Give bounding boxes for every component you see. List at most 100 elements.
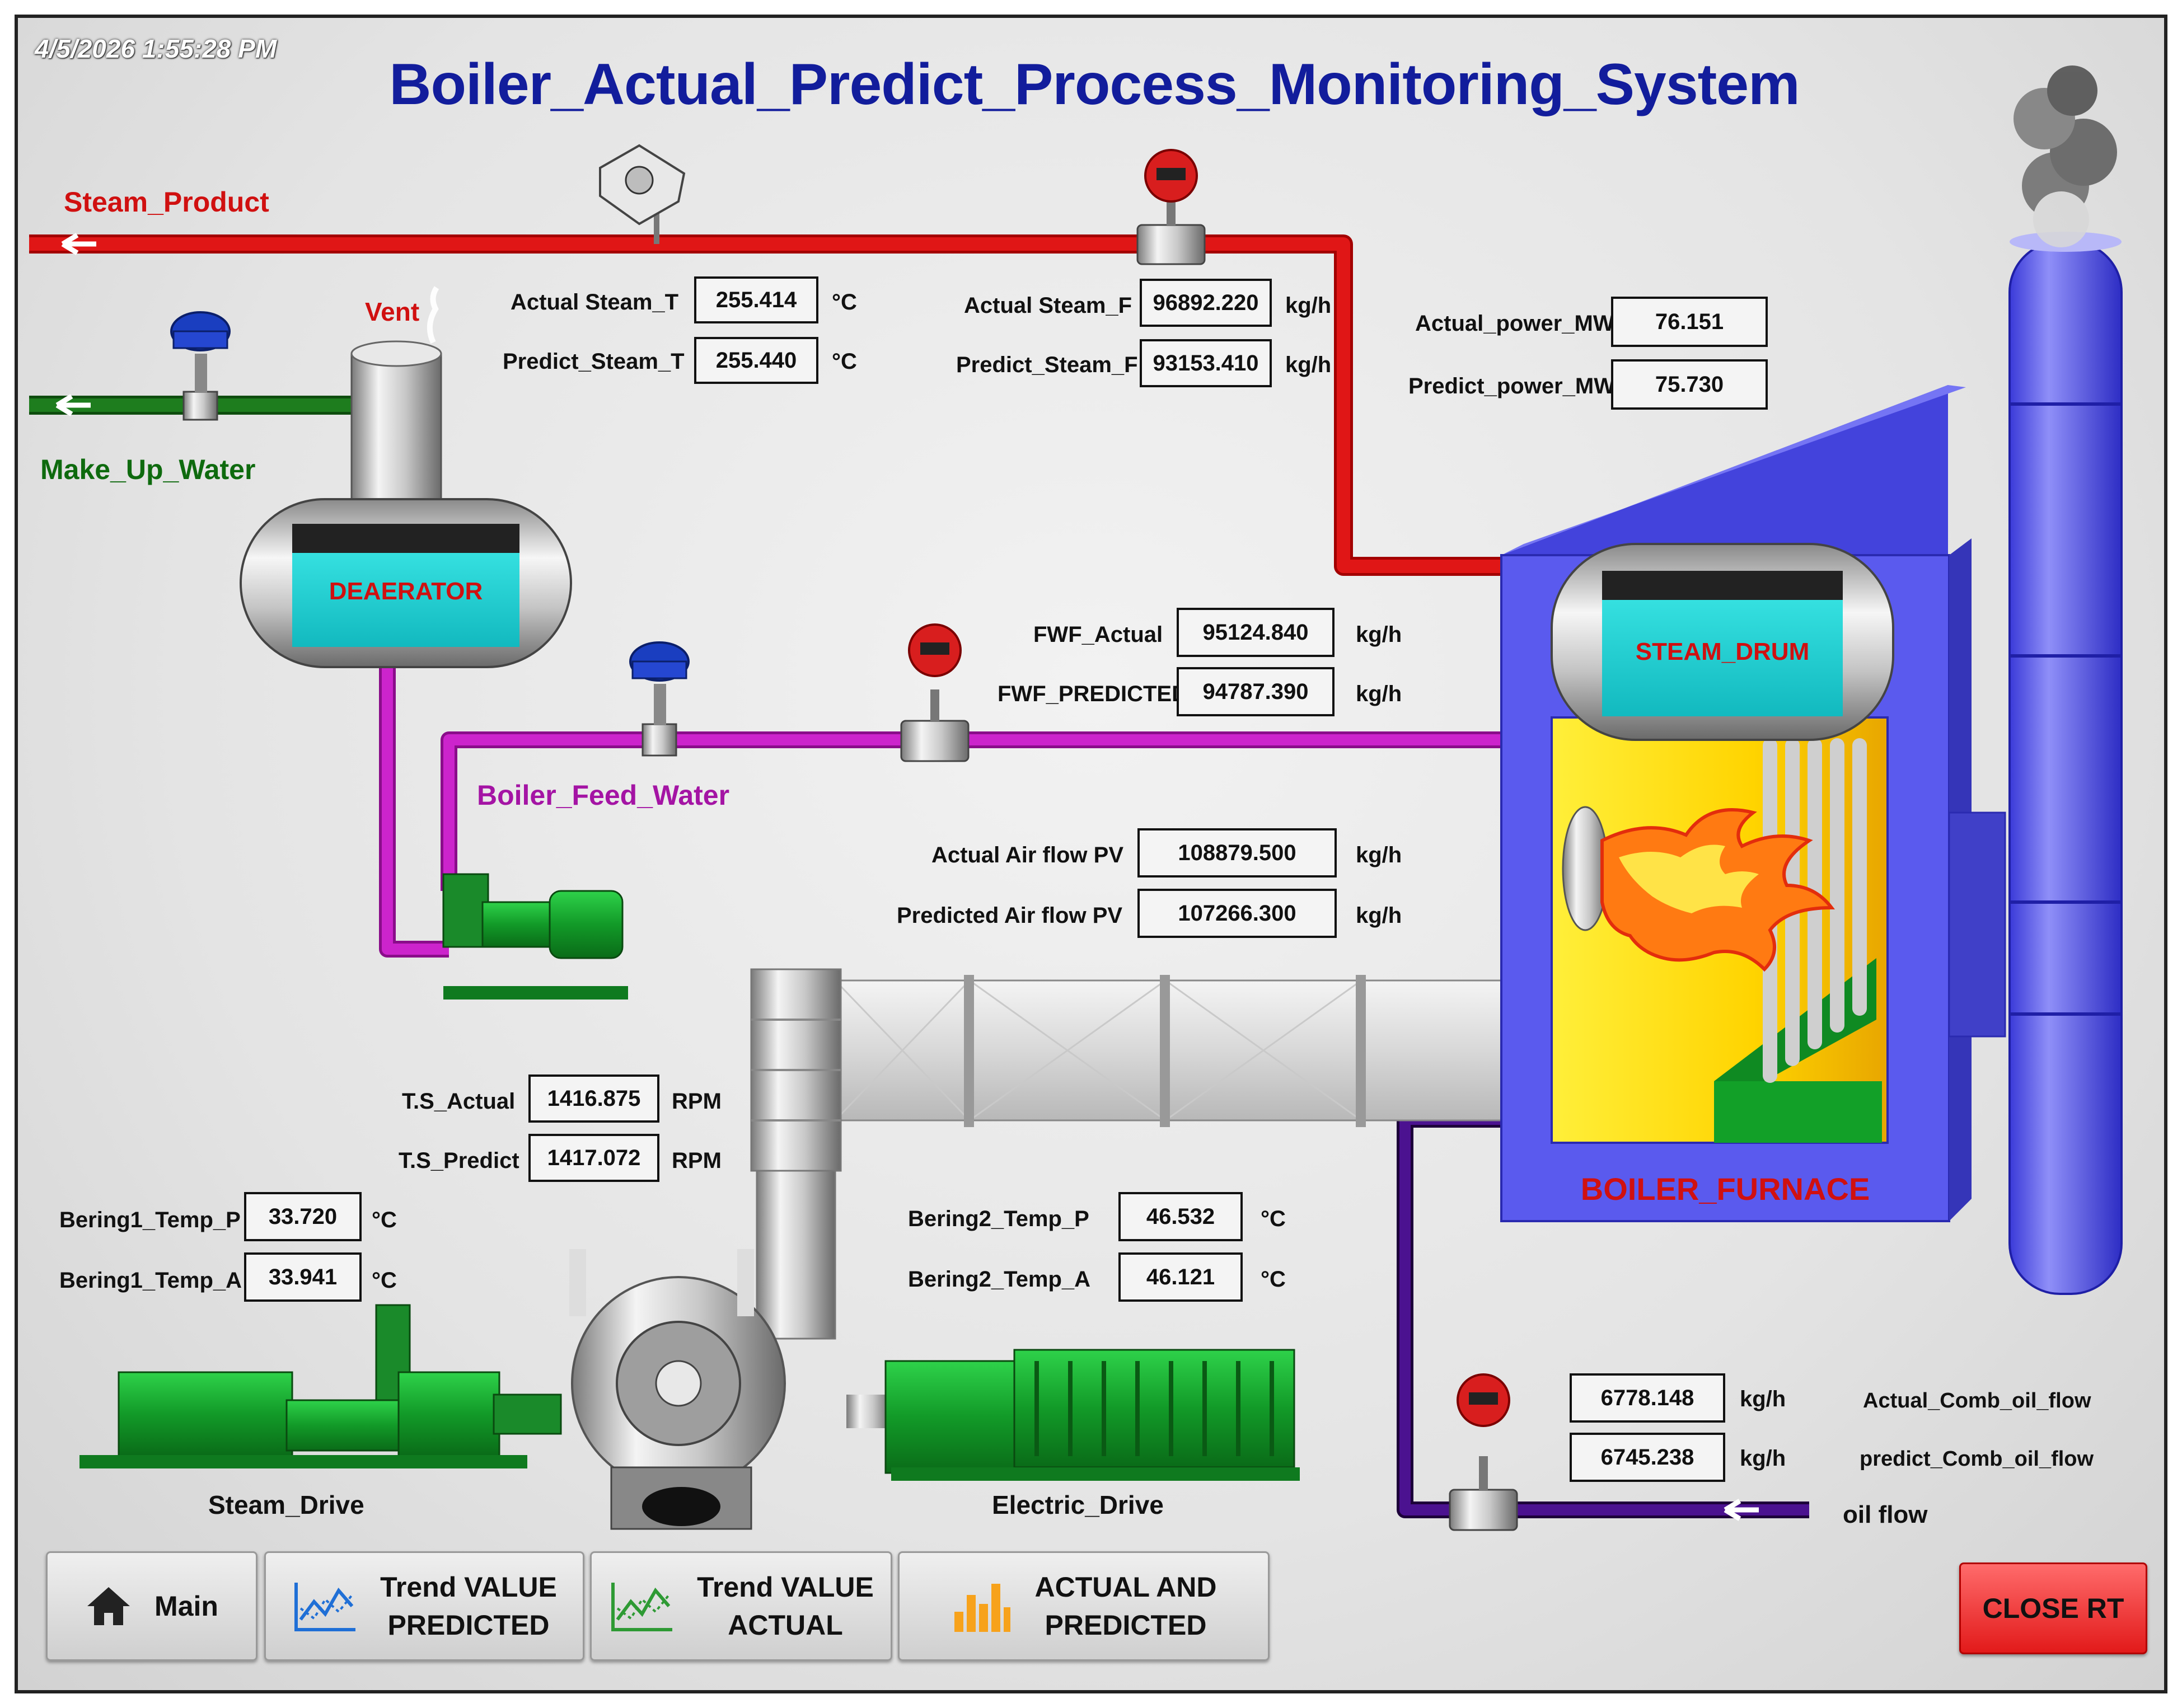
trend-actual-line1: Trend VALUE [697, 1571, 874, 1603]
actual-air-flow-label: Actual Air flow PV [931, 843, 1124, 867]
ts-actual-label: T.S_Actual [402, 1089, 516, 1114]
ts-predict-label: T.S_Predict [399, 1148, 519, 1173]
bearing1-temp-p-label: Bering1_Temp_P [59, 1208, 241, 1232]
ts-predict-value: 1417.072 [528, 1134, 659, 1182]
predict-power-value: 75.730 [1611, 359, 1768, 410]
trend-value-predicted-button[interactable]: Trend VALUE PREDICTED [264, 1551, 584, 1661]
predicted-air-flow-unit: kg/h [1356, 903, 1402, 928]
feedwater-pump [442, 873, 628, 1000]
electric-drive-machine [846, 1349, 1300, 1481]
bearing2-temp-p-unit: °C [1261, 1207, 1286, 1231]
boiler-body [1500, 385, 2006, 1222]
make-up-water-label: Make_Up_Water [40, 454, 256, 485]
bearing2-temp-p-label: Bering2_Temp_P [908, 1207, 1089, 1231]
vent-steam [427, 286, 439, 344]
actual-predicted-line1: ACTUAL AND [1034, 1571, 1217, 1603]
fan-blower [569, 1249, 786, 1530]
actual-steam-t-label: Actual Steam_T [511, 290, 679, 315]
actual-power-value: 76.151 [1611, 297, 1768, 347]
bearing2-temp-p-value: 46.532 [1118, 1192, 1243, 1241]
actual-comb-oil-flow-unit: kg/h [1740, 1387, 1786, 1411]
predicted-air-flow-value: 107266.300 [1137, 889, 1337, 938]
bearing1-temp-a-label: Bering1_Temp_A [59, 1268, 242, 1293]
process-diagram [29, 65, 2123, 1531]
actual-steam-f-unit: kg/h [1285, 293, 1332, 318]
predict-steam-f-label: Predict_Steam_F [956, 353, 1138, 377]
deaerator-tank [240, 498, 572, 668]
actual-comb-oil-flow-label: Actual_Comb_oil_flow [1863, 1389, 2091, 1413]
electric-drive-label: Electric_Drive [992, 1490, 1164, 1519]
predict-comb-oil-flow-label: predict_Comb_oil_flow [1860, 1447, 2094, 1471]
feedwater-control-valve [629, 641, 690, 757]
predict-steam-f-unit: kg/h [1285, 353, 1332, 377]
fwf-actual-value: 95124.840 [1177, 608, 1335, 657]
ts-actual-value: 1416.875 [528, 1074, 659, 1123]
bearing1-temp-a-value: 33.941 [244, 1252, 362, 1302]
trend-chart-icon [294, 1583, 356, 1631]
predict-steam-t-label: Predict_Steam_T [503, 349, 685, 374]
page-title: Boiler_Actual_Predict_Process_Monitoring… [389, 52, 1800, 117]
bar-chart-icon [954, 1584, 1010, 1632]
ts-actual-unit: RPM [672, 1089, 722, 1114]
actual-and-predicted-button[interactable]: ACTUAL AND PREDICTED [898, 1551, 1270, 1661]
fwf-predicted-unit: kg/h [1356, 682, 1402, 706]
actual-steam-f-label: Actual Steam_F [964, 293, 1132, 318]
steam-flow-transmitter [1136, 149, 1206, 265]
chimney-stack [2008, 65, 2123, 1295]
steam-drive-machine [79, 1304, 562, 1468]
chimney-smoke [2014, 65, 2117, 247]
hmi-screen: 4/5/2026 1:55:28 PM Boiler_Actual_Predic… [15, 15, 2167, 1693]
actual-comb-oil-flow-value: 6778.148 [1570, 1373, 1725, 1423]
trend-chart-icon [611, 1583, 673, 1631]
actual-steam-f-value: 96892.220 [1140, 279, 1272, 327]
main-button-label: Main [154, 1590, 218, 1622]
predict-steam-t-unit: °C [832, 349, 857, 374]
fwf-predicted-label: FWF_PREDICTED [998, 682, 1188, 706]
steam-drum-label: STEAM_DRUM [1635, 638, 1810, 665]
predict-power-label: Predict_power_MW [1408, 374, 1615, 398]
oil-arrow-icon [1724, 1499, 1759, 1521]
trend-value-actual-label: Trend VALUE ACTUAL [697, 1568, 874, 1644]
fwf-actual-unit: kg/h [1356, 622, 1402, 647]
steam-temperature-transmitter [599, 144, 686, 244]
actual-air-flow-unit: kg/h [1356, 843, 1402, 867]
trend-actual-line2: ACTUAL [728, 1610, 843, 1641]
makeup-arrow-icon [55, 394, 91, 416]
steam-arrow-icon [61, 233, 96, 255]
actual-air-flow-value: 108879.500 [1137, 828, 1337, 878]
bearing2-temp-a-unit: °C [1261, 1267, 1286, 1292]
makeup-control-valve [170, 311, 231, 421]
actual-predicted-line2: PREDICTED [1045, 1610, 1207, 1641]
oil-flow-label: oil flow [1843, 1501, 1928, 1528]
trend-predicted-line2: PREDICTED [387, 1610, 550, 1641]
feedwater-flow-transmitter [900, 623, 970, 762]
air-duct [750, 968, 1502, 1340]
trend-value-predicted-label: Trend VALUE PREDICTED [380, 1568, 557, 1644]
fwf-predicted-value: 94787.390 [1177, 667, 1335, 716]
oil-flow-transmitter [1449, 1373, 1518, 1531]
vent-stack [350, 353, 442, 506]
steam-drum [1551, 543, 1894, 741]
actual-power-label: Actual_power_MW [1415, 311, 1614, 336]
deaerator-label: DEAERATOR [329, 578, 483, 605]
trend-value-actual-button[interactable]: Trend VALUE ACTUAL [590, 1551, 892, 1661]
close-rt-button[interactable]: CLOSE RT [1959, 1562, 2147, 1654]
boiler-feed-water-label: Boiler_Feed_Water [477, 780, 730, 811]
bearing1-temp-a-unit: °C [372, 1268, 397, 1293]
main-button[interactable]: Main [46, 1551, 257, 1661]
predicted-air-flow-label: Predicted Air flow PV [897, 903, 1123, 928]
boiler-furnace-label: BOILER_FURNACE [1580, 1171, 1870, 1207]
actual-steam-t-value: 255.414 [694, 276, 818, 323]
home-icon [87, 1587, 130, 1625]
ts-predict-unit: RPM [672, 1148, 722, 1173]
predict-steam-f-value: 93153.410 [1140, 339, 1272, 387]
predict-steam-t-value: 255.440 [694, 337, 818, 384]
steam-product-label: Steam_Product [64, 186, 269, 218]
predict-comb-oil-flow-unit: kg/h [1740, 1446, 1786, 1471]
bearing1-temp-p-value: 33.720 [244, 1192, 362, 1241]
actual-steam-t-unit: °C [832, 290, 857, 315]
actual-and-predicted-label: ACTUAL AND PREDICTED [1035, 1568, 1217, 1644]
bearing2-temp-a-value: 46.121 [1118, 1252, 1243, 1302]
vent-label: Vent [365, 297, 420, 326]
bearing2-temp-a-label: Bering2_Temp_A [908, 1267, 1091, 1292]
